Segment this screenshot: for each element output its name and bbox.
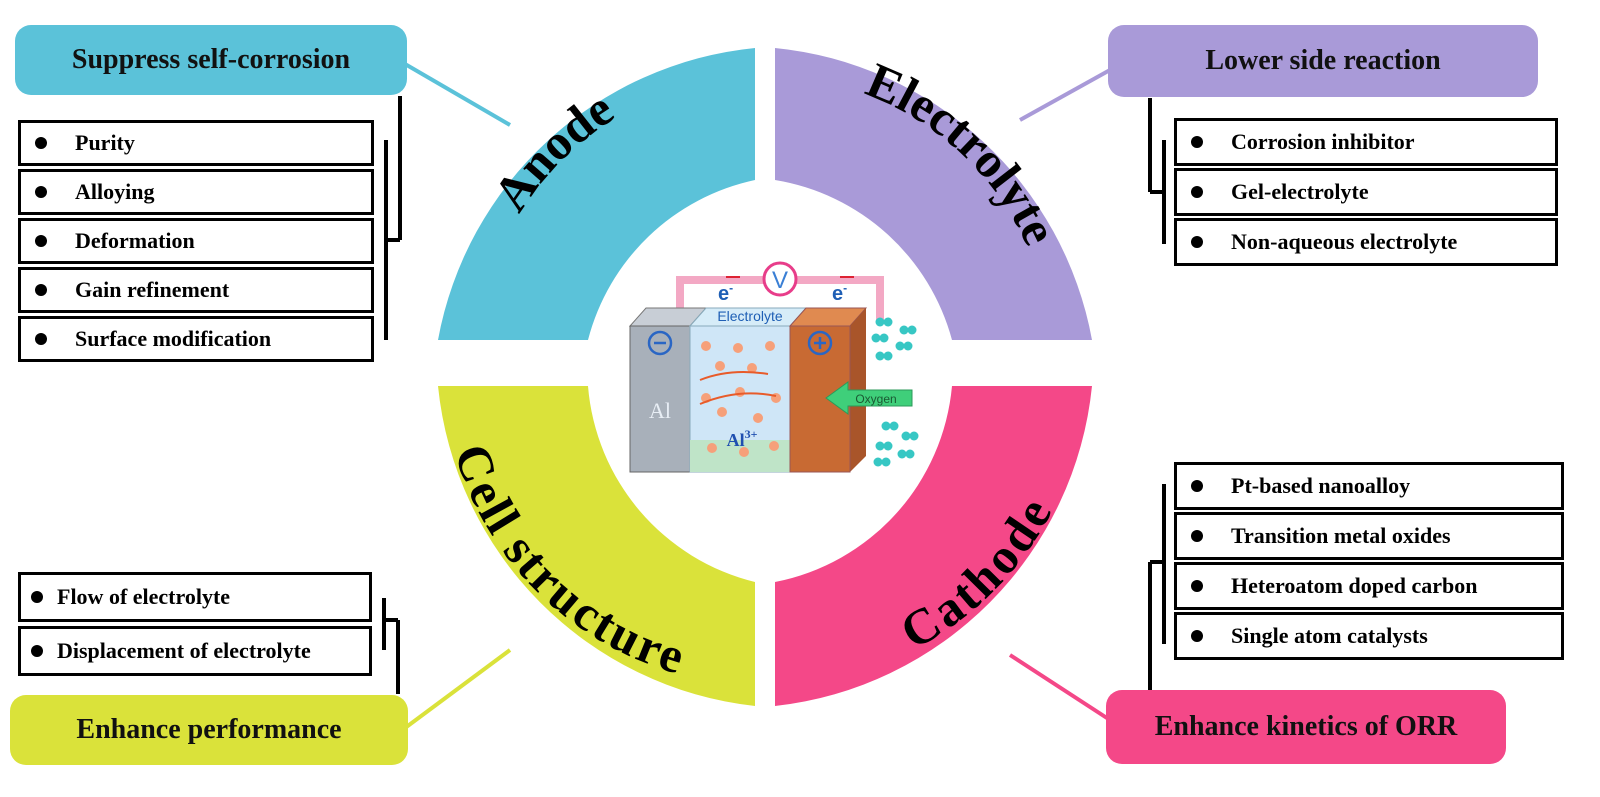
voltmeter-icon	[762, 261, 798, 297]
cell-structure-item-text: Displacement of electrolyte	[57, 638, 311, 663]
oxygen-molecules	[871, 317, 919, 467]
cathode-item: Single atom catalysts	[1174, 612, 1564, 660]
anode-item: Surface modification	[18, 316, 374, 362]
cathode-item-text: Single atom catalysts	[1231, 623, 1428, 648]
oxygen-label: Oxygen	[855, 392, 896, 406]
bullet-icon	[35, 235, 47, 247]
cathode-segment	[775, 386, 1092, 706]
cathode-goal-text: Enhance kinetics of ORR	[1154, 711, 1458, 742]
anode-item: Alloying	[18, 169, 374, 215]
bullet-icon	[35, 333, 47, 345]
bullet-icon	[1191, 530, 1203, 542]
bullet-icon	[35, 186, 47, 198]
positive-terminal-icon	[807, 330, 833, 356]
anode-item-text: Deformation	[75, 228, 195, 253]
electrolyte-connector	[1019, 68, 1111, 122]
bullet-icon	[31, 591, 43, 603]
anode-metal-label: Al	[649, 398, 671, 423]
electrolyte-bracket	[1148, 98, 1166, 244]
cathode-connector	[1008, 653, 1112, 722]
ion-flow-arrow-2	[699, 392, 777, 405]
electrolyte-item-text: Gel-electrolyte	[1231, 179, 1369, 204]
cathode-item: Heteroatom doped carbon	[1174, 562, 1564, 610]
anode-item-text: Surface modification	[75, 326, 272, 351]
cathode-item-text: Heteroatom doped carbon	[1231, 573, 1478, 598]
electrolyte-item-text: Non-aqueous electrolyte	[1231, 229, 1458, 254]
ion-label: Al3+	[727, 427, 758, 450]
cell-structure-goal-box: Enhance performance	[10, 695, 408, 765]
cell-structure-connector	[403, 648, 512, 730]
electrolyte-segment	[775, 48, 1092, 340]
electrolyte-item-text: Corrosion inhibitor	[1231, 129, 1415, 154]
bullet-icon	[1191, 236, 1203, 248]
cathode-item-text: Pt-based nanoalloy	[1231, 473, 1411, 498]
cathode-item-text: Transition metal oxides	[1231, 523, 1451, 548]
cell-structure-segment	[438, 386, 755, 706]
cell-structure-item: Flow of electrolyte	[18, 572, 372, 622]
electron-right-label: e-	[832, 281, 847, 305]
anode-goal-box: Suppress self-corrosion	[15, 25, 407, 95]
bullet-icon	[1191, 580, 1203, 592]
cell-structure-item-text: Flow of electrolyte	[57, 584, 231, 609]
electrolyte-caption: Electrolyte	[717, 308, 783, 324]
oxygen-arrow	[825, 381, 913, 415]
electrolyte-item: Non-aqueous electrolyte	[1174, 218, 1558, 266]
anode-item: Deformation	[18, 218, 374, 264]
anode-item: Gain refinement	[18, 267, 374, 313]
anode-item-text: Purity	[75, 130, 135, 155]
anode-segment	[438, 48, 755, 340]
anode-bracket	[384, 96, 402, 340]
cell-structure-item: Displacement of electrolyte	[18, 626, 372, 676]
cathode-bracket	[1148, 484, 1166, 690]
cathode-item: Transition metal oxides	[1174, 512, 1564, 560]
battery-illustration: V e- e- Al Electrolyte Al3+	[628, 261, 919, 473]
anode-connector	[403, 62, 512, 127]
cell-structure-goal-text: Enhance performance	[76, 714, 342, 745]
negative-terminal-icon	[647, 330, 673, 356]
electrolyte-goal-text: Lower side reaction	[1205, 45, 1441, 76]
bullet-icon	[1191, 186, 1203, 198]
electrolyte-goal-box: Lower side reaction	[1108, 25, 1538, 97]
ion-flow-arrow-1	[699, 371, 769, 381]
electrolyte-item: Gel-electrolyte	[1174, 168, 1558, 216]
bullet-icon	[1191, 480, 1203, 492]
anode-item: Purity	[18, 120, 374, 166]
electrolyte-item: Corrosion inhibitor	[1174, 118, 1558, 166]
anode-item-text: Alloying	[75, 179, 155, 204]
voltmeter-symbol: V	[772, 267, 788, 294]
cathode-goal-box: Enhance kinetics of ORR	[1106, 690, 1506, 764]
cell-structure-bracket	[382, 598, 400, 694]
ion-particles	[701, 341, 781, 457]
bullet-icon	[35, 284, 47, 296]
bullet-icon	[1191, 136, 1203, 148]
anode-goal-text: Suppress self-corrosion	[71, 44, 351, 75]
bullet-icon	[1191, 630, 1203, 642]
electron-left-label: e-	[718, 281, 733, 305]
bullet-icon	[31, 645, 43, 657]
bullet-icon	[35, 137, 47, 149]
anode-item-text: Gain refinement	[75, 277, 230, 302]
cathode-item: Pt-based nanoalloy	[1174, 462, 1564, 510]
anode-block	[629, 325, 691, 473]
